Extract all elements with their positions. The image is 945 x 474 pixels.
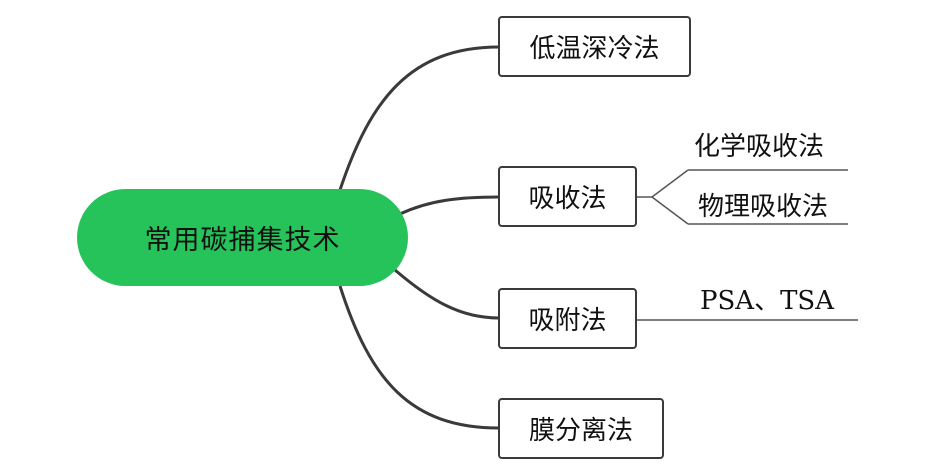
branch-node-label: 低温深冷法 xyxy=(529,34,660,64)
connector-root-branch-1 xyxy=(338,45,500,191)
leaf-node-label: 化学吸收法 xyxy=(694,132,825,162)
leaf-node-label: 物理吸收法 xyxy=(698,192,829,222)
connector-branch-2-child-2 xyxy=(651,196,689,225)
connector-root-branch-3 xyxy=(394,268,500,320)
leaf-node-chemical-absorption: 化学吸收法 xyxy=(694,126,824,163)
branch-node-label: 吸收法 xyxy=(528,184,607,214)
branch-node-label: 吸附法 xyxy=(528,306,607,336)
connector-root-branch-4 xyxy=(338,285,500,430)
root-node-label: 常用碳捕集技术 xyxy=(144,225,341,256)
branch-node-absorption: 吸收法 xyxy=(498,166,637,227)
root-node: 常用碳捕集技术 xyxy=(77,189,408,286)
leaf-node-physical-absorption: 物理吸收法 xyxy=(698,186,828,223)
branch-node-membrane: 膜分离法 xyxy=(498,398,664,459)
leaf-node-label: PSA、TSA xyxy=(700,286,835,316)
connector-branch-2-child-1 xyxy=(651,169,689,198)
connector-root-branch-2 xyxy=(399,195,500,216)
branch-node-adsorption: 吸附法 xyxy=(498,288,637,349)
branch-node-low-temperature: 低温深冷法 xyxy=(498,16,691,77)
leaf-node-psa-tsa: PSA、TSA xyxy=(700,280,834,317)
branch-node-label: 膜分离法 xyxy=(528,416,633,446)
